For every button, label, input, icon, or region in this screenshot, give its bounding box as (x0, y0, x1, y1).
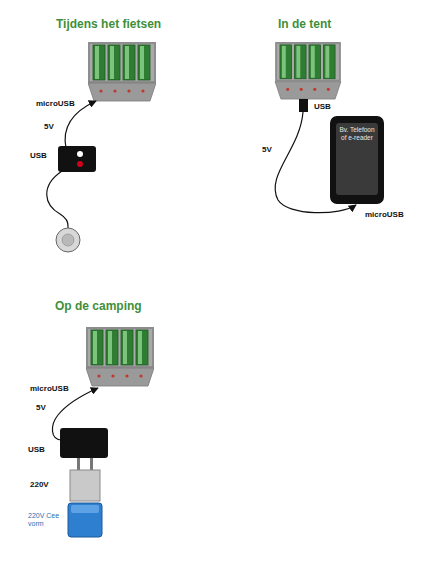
led (77, 161, 83, 167)
device-caption: Bv. Telefoon of e-reader (337, 126, 377, 142)
phone-screen (336, 123, 378, 195)
plug-prong (90, 458, 93, 470)
battery-charger (275, 42, 341, 99)
panel-title: Op de camping (55, 300, 142, 313)
panel-title: In de tent (278, 18, 331, 31)
plug-prong (77, 458, 80, 470)
socket-adapter (70, 470, 100, 501)
usb-adapter (60, 428, 108, 458)
connector-name: USB (314, 103, 331, 112)
connector-name: microUSB (365, 211, 404, 220)
voltage-label: 5V (44, 123, 54, 132)
voltage-label: 5V (262, 146, 272, 155)
phone-device: Bv. Telefoon of e-reader (329, 115, 385, 205)
usb-plug (299, 99, 308, 112)
connector-name: microUSB (30, 385, 69, 394)
plug-type-label: 220V Cee vorm (28, 512, 66, 527)
panel-title: Tijdens het fietsen (56, 18, 161, 31)
cee-plug-rim (71, 505, 99, 513)
usb-cable (65, 101, 96, 148)
dynamo-charger (58, 146, 96, 172)
cee-plug (68, 503, 102, 537)
voltage-label: 220V (30, 481, 49, 490)
battery-charger (86, 327, 154, 386)
voltage-label: 5V (36, 404, 46, 413)
connector-name: USB (30, 152, 47, 161)
connector-name: microUSB (36, 100, 75, 109)
phone-body (330, 116, 384, 204)
connector-name: USB (28, 446, 45, 455)
led (77, 151, 83, 157)
dynamo-hub (62, 234, 74, 246)
dynamo-symbol (56, 228, 80, 252)
dynamo-cable (47, 171, 68, 228)
battery-charger (88, 42, 156, 101)
